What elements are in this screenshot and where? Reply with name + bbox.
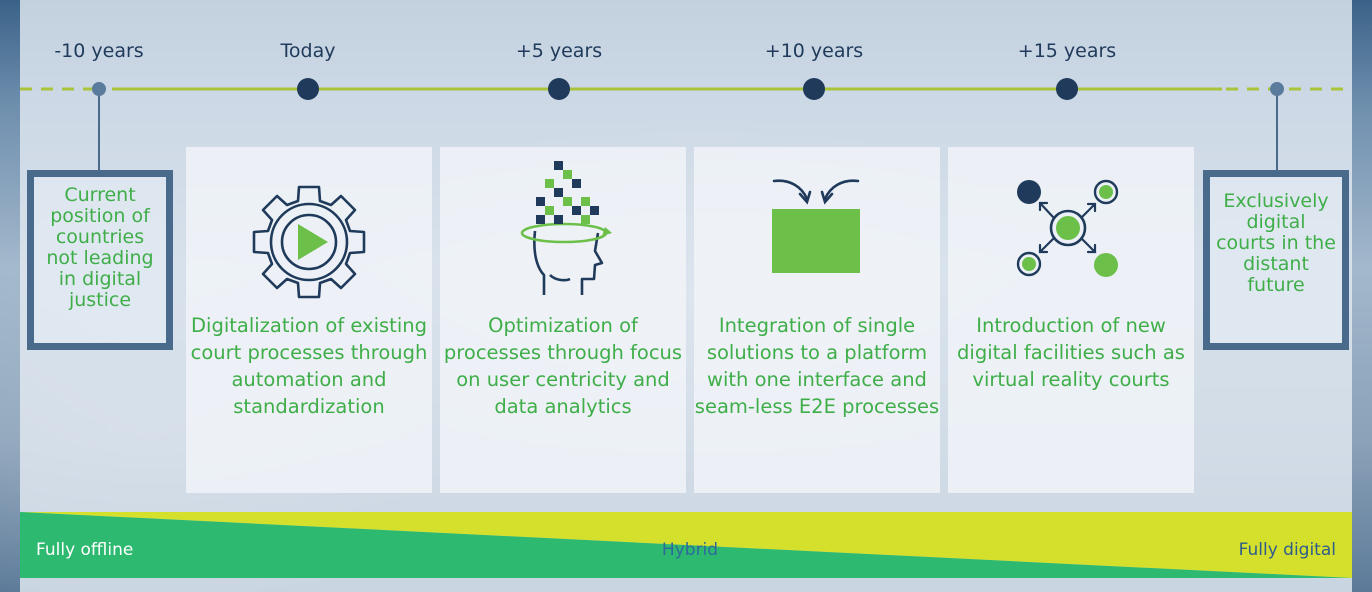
card-text-digitalization: Digitalization of existing court process… — [190, 314, 428, 418]
card-introduction: Introduction of new digital facilities s… — [948, 147, 1194, 493]
marker-minus-10 — [92, 82, 106, 96]
timeline-label-plus-15: +15 years — [1017, 40, 1117, 62]
offline-wedge — [20, 512, 1352, 578]
marker-today — [297, 78, 319, 100]
bar-label-hybrid: Hybrid — [661, 540, 719, 560]
bar-label-offline: Fully offline — [36, 540, 134, 560]
integration-arrows-icon — [772, 179, 860, 273]
timeline-label-minus-10: -10 years — [54, 40, 144, 62]
marker-plus-10 — [803, 78, 825, 100]
bar-label-digital: Fully digital — [1238, 540, 1336, 560]
head-pixels-icon — [520, 161, 612, 295]
timeline-label-plus-5: +5 years — [515, 40, 603, 62]
digital-future-box: Exclusively digital courts in the distan… — [1203, 170, 1349, 350]
card-digitalization: Digitalization of existing court process… — [186, 147, 432, 493]
card-optimization: Optimization of processes through focus … — [440, 147, 686, 493]
card-text-optimization: Optimization of processes through focus … — [443, 314, 683, 418]
network-nodes-icon — [1016, 179, 1119, 277]
card-text-introduction: Introduction of new digital facilities s… — [957, 314, 1185, 391]
gear-play-icon — [252, 185, 366, 299]
current-position-box: Current position of countries not leadin… — [27, 170, 173, 350]
pixel-grid — [536, 161, 599, 224]
card-text-integration: Integration of single solutions to a pla… — [694, 314, 940, 418]
marker-plus-5 — [548, 78, 570, 100]
marker-plus-15 — [1056, 78, 1078, 100]
card-integration: Integration of single solutions to a pla… — [694, 147, 940, 493]
marker-future — [1270, 82, 1284, 96]
timeline-label-today: Today — [280, 40, 336, 62]
timeline-label-plus-10: +10 years — [764, 40, 864, 62]
